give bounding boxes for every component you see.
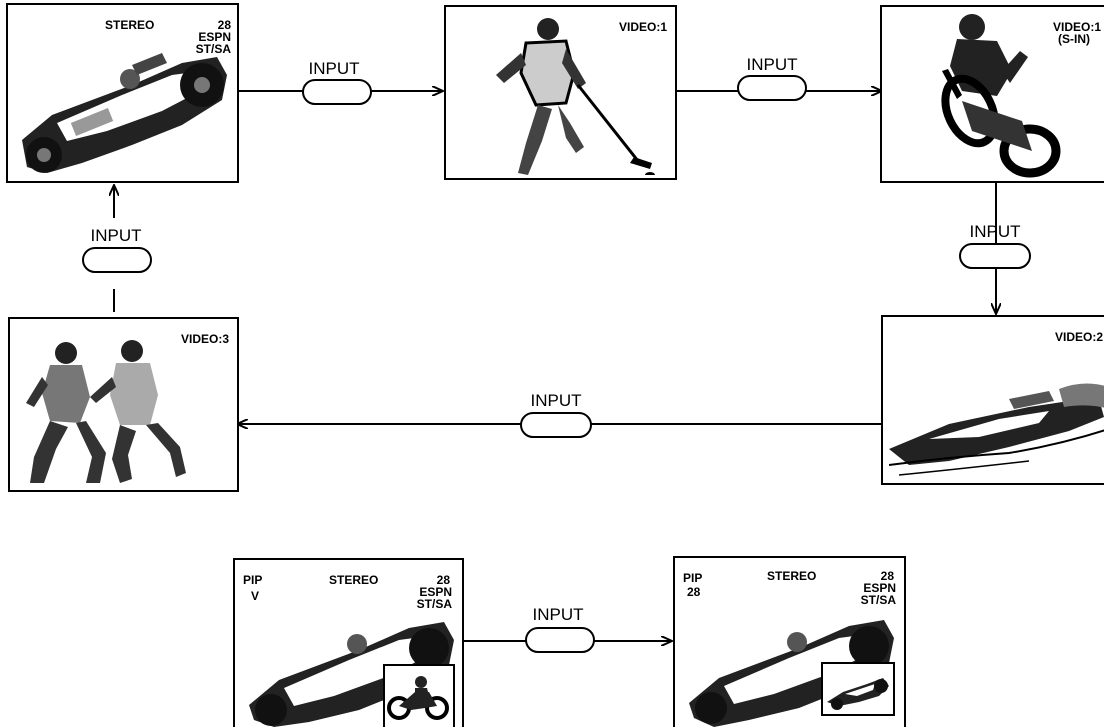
race-car-icon bbox=[689, 620, 894, 727]
network-label: ESPN bbox=[863, 581, 896, 595]
stereo-sap-label: ST/SA bbox=[860, 593, 896, 607]
audio-mode-label: STEREO bbox=[105, 18, 155, 32]
input-button-4[interactable] bbox=[520, 412, 592, 438]
input-label-6: INPUT bbox=[532, 605, 584, 624]
motorcycle-icon bbox=[387, 676, 449, 720]
video2-label: VIDEO:2 bbox=[1055, 330, 1104, 344]
stereo-sap-label: ST/SA bbox=[416, 597, 452, 611]
tv-screen-video2: VIDEO:2 bbox=[881, 315, 1104, 485]
channel-number: 28 bbox=[436, 573, 450, 587]
pip-label: PIP bbox=[683, 571, 703, 585]
basketball-players-icon bbox=[26, 340, 186, 483]
video1s-sub-label: (S-IN) bbox=[1058, 32, 1090, 46]
speedboat-icon bbox=[889, 383, 1104, 476]
pip-source-label: 28 bbox=[687, 585, 701, 599]
input-label-3: INPUT bbox=[969, 222, 1021, 241]
input-button-5[interactable] bbox=[82, 247, 152, 273]
tv-screen-pip-video: PIP V STEREO 28 ESPN ST/SA bbox=[233, 558, 464, 727]
hockey-player-icon bbox=[496, 18, 655, 175]
input-button-3[interactable] bbox=[959, 243, 1031, 269]
tv-screen-video1-s-in: VIDEO:1 (S-IN) bbox=[880, 5, 1104, 183]
input-button-6[interactable] bbox=[525, 627, 595, 653]
audio-mode-label: STEREO bbox=[329, 573, 379, 587]
input-button-1[interactable] bbox=[302, 79, 372, 105]
input-button-2[interactable] bbox=[737, 75, 807, 101]
pip-source-label: V bbox=[251, 589, 260, 603]
network-label: ESPN bbox=[198, 30, 231, 44]
race-car-icon bbox=[249, 622, 454, 727]
channel-number: 28 bbox=[217, 18, 231, 32]
race-car-icon bbox=[22, 53, 227, 173]
pip-inset-window bbox=[383, 664, 455, 727]
input-label-5: INPUT bbox=[90, 226, 142, 245]
tv-screen-pip-28: PIP 28 STEREO 28 ESPN ST/SA bbox=[673, 556, 906, 727]
audio-mode-label: STEREO bbox=[767, 569, 817, 583]
tv-screen-video3: VIDEO:3 bbox=[8, 317, 239, 492]
stereo-sap-label: ST/SA bbox=[195, 42, 231, 56]
video1-label: VIDEO:1 bbox=[618, 20, 667, 34]
video3-label: VIDEO:3 bbox=[180, 332, 229, 346]
race-car-icon bbox=[827, 678, 889, 710]
tv-screen-video1: VIDEO:1 bbox=[444, 5, 677, 180]
channel-number: 28 bbox=[880, 569, 894, 583]
pip-inset-window bbox=[821, 662, 895, 716]
motocross-rider-icon bbox=[941, 14, 1061, 178]
tv-screen-stereo: STEREO 28 ESPN ST/SA bbox=[6, 3, 239, 183]
pip-label: PIP bbox=[243, 573, 263, 587]
input-label-2: INPUT bbox=[746, 55, 798, 74]
video1s-label: VIDEO:1 bbox=[1053, 20, 1102, 34]
input-label-1: INPUT bbox=[308, 59, 360, 78]
input-label-4: INPUT bbox=[530, 391, 582, 410]
network-label: ESPN bbox=[419, 585, 452, 599]
